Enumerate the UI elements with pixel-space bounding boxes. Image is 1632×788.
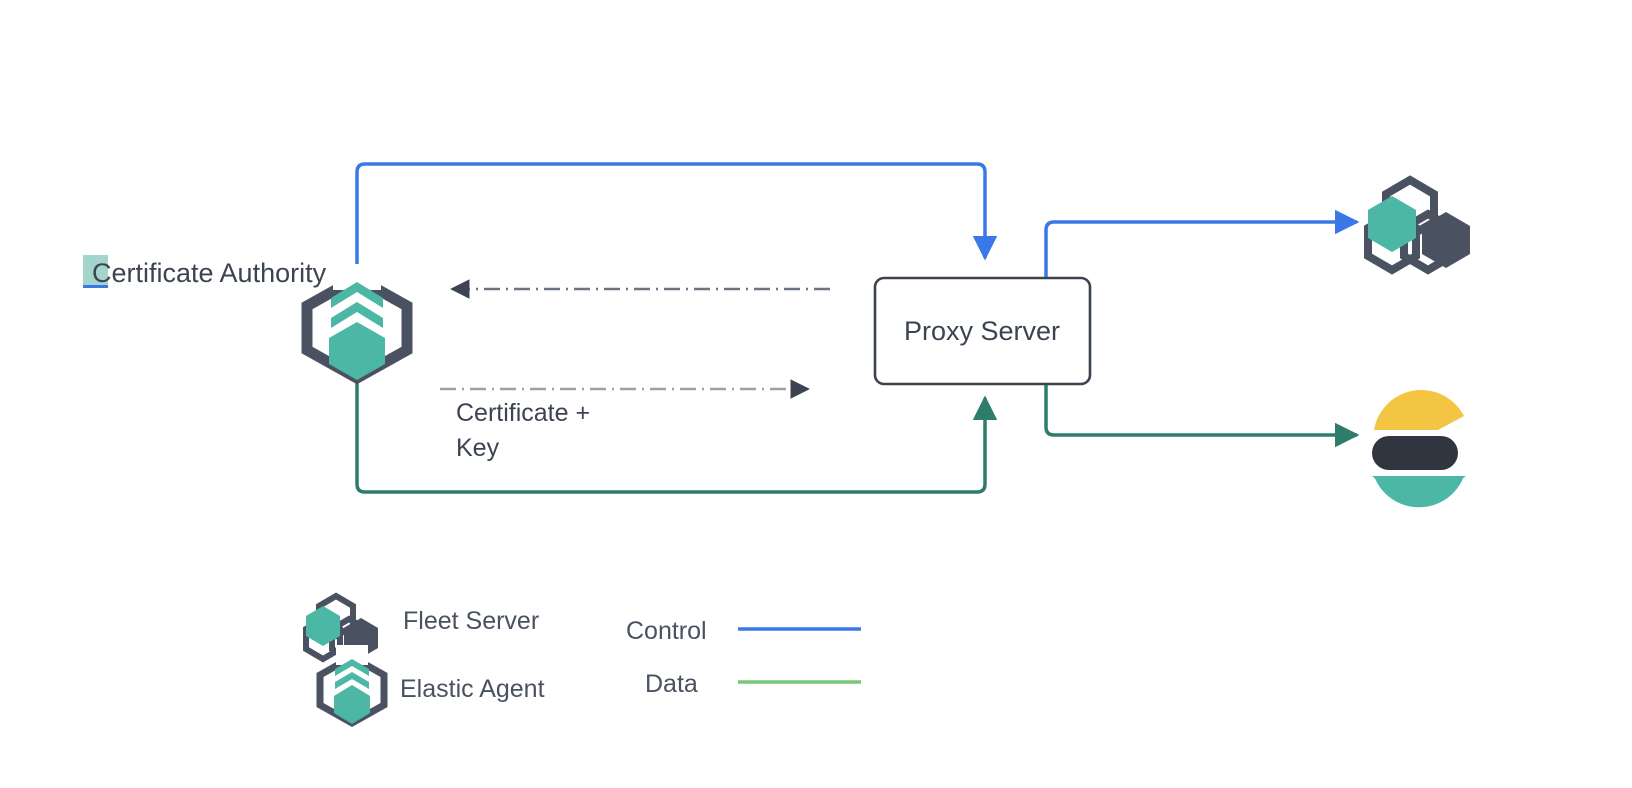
- certificate-key-label-line2: Key: [456, 434, 500, 462]
- legend-line-label-control: Control: [626, 617, 707, 645]
- certificate-key-edge-label: Certificate + Key: [456, 399, 590, 462]
- edge-data-ca-to-proxy: [355, 372, 998, 494]
- legend-item-label-elastic-agent: Elastic Agent: [400, 675, 545, 703]
- elastic-agent-icon: [301, 264, 413, 385]
- edge-control-proxy-to-fleet: [1044, 209, 1360, 278]
- certificate-authority-label-group: Certificate Authority: [83, 255, 327, 288]
- certificate-authority-label: Certificate Authority: [92, 258, 327, 288]
- edge-control-ca-to-proxy: [355, 162, 998, 290]
- proxy-server-box[interactable]: [873, 276, 1092, 386]
- ca-label-underline: [83, 285, 108, 288]
- proxy-server-node[interactable]: Proxy Server: [873, 276, 1092, 386]
- certificate-key-label-line1: Certificate +: [456, 399, 590, 427]
- legend-elastic-agent-icon: [316, 645, 388, 728]
- ca-label-highlight: [83, 255, 108, 287]
- proxy-server-label: Proxy Server: [904, 316, 1060, 346]
- fleet-server-icon: [1364, 175, 1470, 275]
- edge-data-proxy-to-elasticsearch: [1044, 382, 1360, 448]
- legend-item-label-fleet-server: Fleet Server: [403, 607, 539, 635]
- elasticsearch-icon: [1372, 389, 1466, 508]
- legend-line-label-data: Data: [645, 670, 698, 698]
